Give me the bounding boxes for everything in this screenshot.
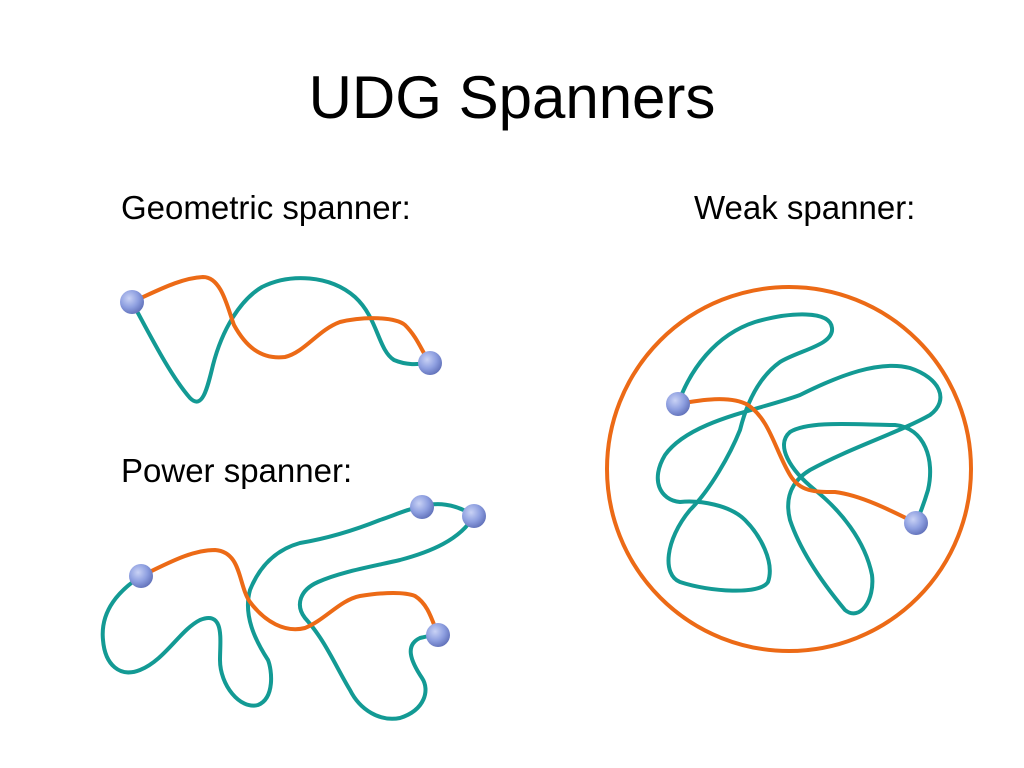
power-spanner-diagram xyxy=(100,495,486,721)
power-spanner-label: Power spanner: xyxy=(121,452,353,489)
weak-orange-path xyxy=(676,397,918,525)
geometric-node-right xyxy=(418,351,442,375)
power-node-top-right xyxy=(462,504,486,528)
weak-spanner-diagram xyxy=(605,285,973,653)
power-node-left xyxy=(129,564,153,588)
weak-teal-path xyxy=(655,312,943,616)
weak-spanner-label: Weak spanner: xyxy=(694,189,916,226)
power-node-bottom-right xyxy=(426,623,450,647)
geometric-node-left xyxy=(120,290,144,314)
weak-node-right xyxy=(904,511,928,535)
power-teal-path-lower xyxy=(100,505,424,708)
geometric-spanner-label: Geometric spanner: xyxy=(121,189,411,226)
slide-title: UDG Spanners xyxy=(308,64,716,131)
weak-node-left xyxy=(666,392,690,416)
weak-spanner-circle xyxy=(605,285,973,653)
power-teal-path-upper xyxy=(297,502,476,721)
geometric-spanner-diagram xyxy=(120,275,442,404)
power-orange-path xyxy=(139,548,440,637)
power-node-top-middle xyxy=(410,495,434,519)
geometric-orange-path xyxy=(130,275,432,365)
geometric-teal-path xyxy=(130,276,432,404)
